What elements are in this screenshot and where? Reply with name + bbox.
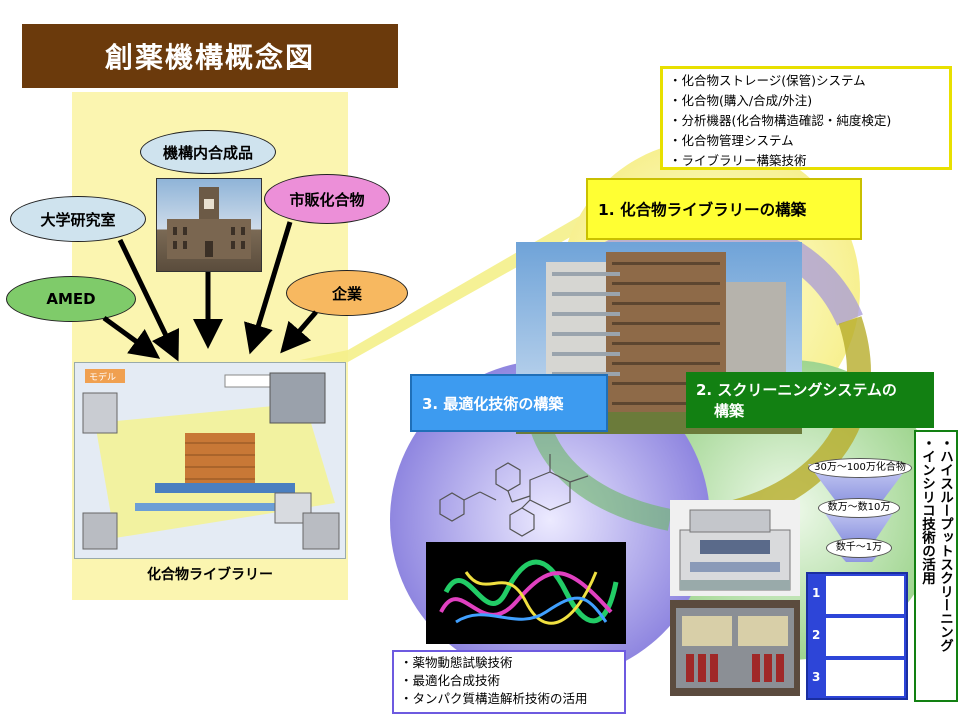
step3-label: 3. 最適化技術の構築: [410, 374, 608, 432]
hit-number: 3: [812, 670, 821, 684]
source-in-house: 機構内合成品: [140, 130, 276, 174]
funnel-level-2: 数万～数10万: [818, 498, 900, 518]
hit-number: 2: [812, 628, 821, 642]
protein-ribbon: [439, 559, 619, 625]
step2-label-line2: 構築: [714, 402, 745, 420]
hit-structure: [826, 576, 904, 614]
screening-methods-box: ・ハイスループットスクリーニング ・インシリコ技術の活用: [914, 430, 958, 702]
molecule-structure: [439, 454, 589, 537]
facility-diagram: モデル: [75, 363, 345, 558]
step3-item: ・タンパク質構造解析技術の活用: [400, 691, 588, 706]
clock-tower-graphic: [167, 187, 251, 259]
protein-structure-image: [426, 542, 626, 644]
arrow-commercial: [244, 221, 293, 355]
hit-structure: [826, 618, 904, 656]
source-university: 大学研究室: [10, 196, 146, 242]
step1-item: ・化合物管理システム: [669, 133, 794, 148]
source-commercial: 市販化合物: [264, 174, 390, 224]
step1-item: ・化合物(購入/合成/外注): [669, 93, 813, 108]
library-facility-image: モデル: [74, 362, 346, 559]
arrow-university: [117, 238, 180, 362]
step1-item: ・ライブラリー構築技術: [669, 153, 807, 168]
library-image-tag: モデル: [89, 371, 116, 383]
hit-structure: [826, 660, 904, 696]
step1-details: ・化合物ストレージ(保管)システム ・化合物(購入/合成/外注) ・分析機器(化…: [660, 66, 952, 170]
screening-method: ・ハイスループットスクリーニング: [937, 436, 953, 652]
source-company: 企業: [286, 270, 408, 316]
screening-method: ・インシリコ技術の活用: [919, 436, 935, 585]
hit-row: 3: [808, 658, 906, 698]
step1-label: 1. 化合物ライブラリーの構築: [586, 178, 862, 240]
screening-robot-photo: [670, 500, 800, 596]
step1-item: ・化合物ストレージ(保管)システム: [669, 73, 866, 88]
arrow-company: [280, 310, 318, 354]
library-label: 化合物ライブラリー: [147, 567, 273, 583]
hit-row: 1: [808, 574, 906, 615]
step3-item: ・最適化合成技術: [400, 673, 501, 688]
rack-graphic: [676, 608, 794, 688]
step2-label: 2. スクリーニングシステムの 構築: [686, 372, 934, 428]
university-building-photo: [156, 178, 262, 272]
funnel-level-3: 数千～1万: [826, 538, 892, 558]
sample-rack-photo: [670, 600, 800, 696]
source-amed: AMED: [6, 276, 136, 322]
robot-graphic: [679, 509, 791, 591]
step3-item: ・薬物動態試験技術: [400, 655, 513, 670]
page-title: 創薬機構概念図: [22, 24, 398, 88]
arrow-amed: [102, 315, 161, 359]
step2-label-line1: 2. スクリーニングシステムの: [696, 381, 897, 399]
step3-details: ・薬物動態試験技術 ・最適化合成技術 ・タンパク質構造解析技術の活用: [392, 650, 626, 714]
hit-compounds-panel: 1 2 3: [806, 572, 908, 700]
hit-row: 2: [808, 616, 906, 657]
funnel-level-1: 30万～100万化合物: [808, 458, 912, 478]
hit-number: 1: [812, 586, 821, 600]
step1-item: ・分析機器(化合物構造確認・純度検定): [669, 113, 892, 128]
